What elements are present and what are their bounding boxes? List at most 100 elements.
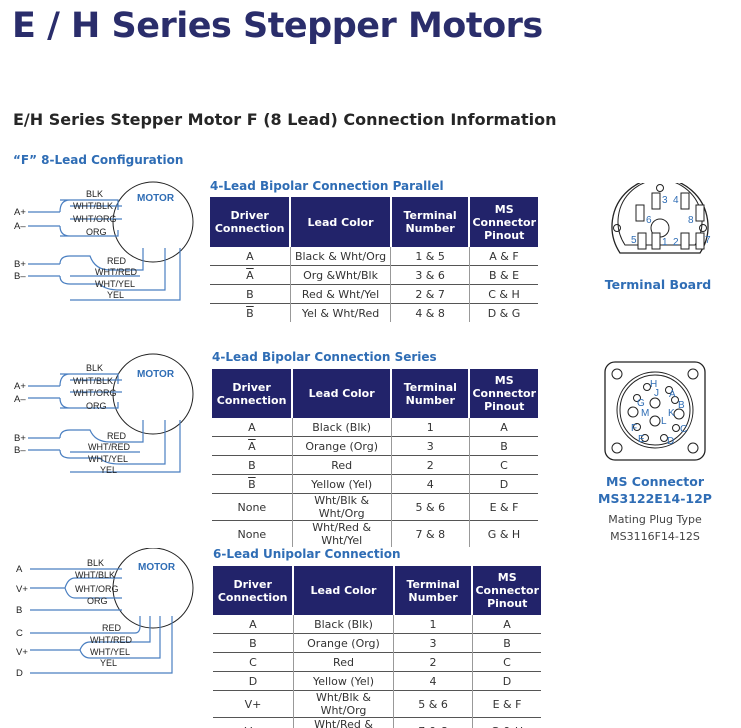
cell: A [468,418,538,437]
pin-label: G [637,398,645,409]
cell: C [471,652,541,672]
config-title: “F” 8-Lead Configuration [13,153,184,167]
terminal-label: D [16,668,23,678]
cell: Orange (Org) [291,436,392,456]
wiring-diagram-parallel: MOTOR A+ A– B+ B– BLK WHT/BLK WHT/ORG OR… [14,181,194,301]
cell: Yel & Wht/Red [289,303,391,322]
cell: 5 & 6 [393,690,473,718]
cell: C [468,455,538,475]
cell: 3 [393,633,473,653]
cell: None [212,493,293,521]
cell: D [213,671,294,691]
column-header: Lead Color [291,369,392,418]
column-header: MS Connector Pinout [468,369,538,418]
terminal-label: B [16,605,22,616]
table-title: 4-Lead Bipolar Connection Series [212,350,437,364]
motor-circle [112,181,194,263]
wire-label: RED [102,623,122,633]
cell: 7 & 8 [390,520,470,547]
wire-label: BLK [86,363,103,373]
terminal-label: A+ [14,381,26,392]
cell: Black (Blk) [291,418,392,437]
cell: 5 & 6 [390,493,470,521]
cell: Yellow (Yel) [292,671,394,691]
cell: B [213,633,294,653]
terminal-label: A [16,564,23,575]
section-title: E/H Series Stepper Motor F (8 Lead) Conn… [13,110,557,129]
column-header: Lead Color [289,197,391,247]
cell: G & H [471,717,541,728]
pin-label: C [680,424,687,435]
cell: A [471,615,541,634]
cell: Red [291,455,392,475]
pin-label: A [669,389,676,400]
column-header: Driver Connection [210,197,291,247]
terminal-label: V+ [16,584,28,595]
wire-label: WHT/ORG [73,214,117,224]
wire-label: ORG [86,401,107,411]
cell: Black (Blk) [292,615,394,634]
cell: 2 & 7 [390,284,470,304]
cell: 1 [393,615,473,634]
cell: B [468,436,538,456]
terminal-label: A+ [14,207,26,218]
ms-connector-illustration: H A J G B M K L F C E D [604,361,706,461]
ms-connector-label: MS Connector [606,474,704,489]
pin-label: L [661,416,667,427]
cell: A & F [468,247,538,266]
pin-label: J [654,388,659,399]
wire-label: BLK [87,558,104,568]
terminal-number: 6 [646,215,652,226]
cell: D & G [468,303,538,322]
wire-label: WHT/BLK [75,570,115,580]
wire-label: WHT/YEL [88,454,128,464]
column-header: Terminal Number [392,566,473,615]
terminal-number: 8 [688,215,694,226]
cell: 3 [390,436,470,456]
column-header: Terminal Number [390,369,470,418]
cell: Wht/Blk & Wht/Org [291,493,392,521]
wire-label: WHT/YEL [90,647,130,657]
cell: E & F [468,493,538,521]
terminal-number: 7 [705,235,711,246]
cell: V+ [213,690,294,718]
terminal-board-label: Terminal Board [604,277,712,292]
cell: Yellow (Yel) [291,474,392,494]
motor-label: MOTOR [137,369,175,380]
page-title: E / H Series Stepper Motors [12,6,543,46]
cell: A [210,265,291,285]
terminal-label: B– [14,271,26,282]
terminal-label: A– [14,221,26,232]
motor-label: MOTOR [137,193,175,204]
cell: 4 [393,671,473,691]
wire-label: WHT/ORG [73,388,117,398]
cell: None [212,520,293,547]
wire-label: WHT/YEL [95,279,135,289]
wiring-diagram-unipolar: MOTOR A V+ B C V+ D BLK WHT/BLK WHT/ORG … [16,548,194,678]
terminal-board-illustration: 3 4 6 8 5 1 2 7 [611,183,711,254]
terminal-number: 5 [631,235,637,246]
wiring-diagram-series: MOTOR A+ A– B+ B– BLK WHT/BLK WHT/ORG OR… [14,353,194,475]
mating-plug-label: Mating Plug Type [608,513,702,526]
cell: A [246,249,254,263]
terminal-label: B+ [14,433,26,444]
terminal-number: 4 [673,195,679,206]
pin-label: K [668,408,675,419]
motor-label: MOTOR [138,562,176,573]
table-title: 6-Lead Unipolar Connection [213,547,401,561]
terminal-label: B– [14,445,26,456]
cell: 1 [390,418,470,437]
wire-label: ORG [86,227,107,237]
pin-label: M [641,408,649,419]
cell: C [213,652,294,672]
